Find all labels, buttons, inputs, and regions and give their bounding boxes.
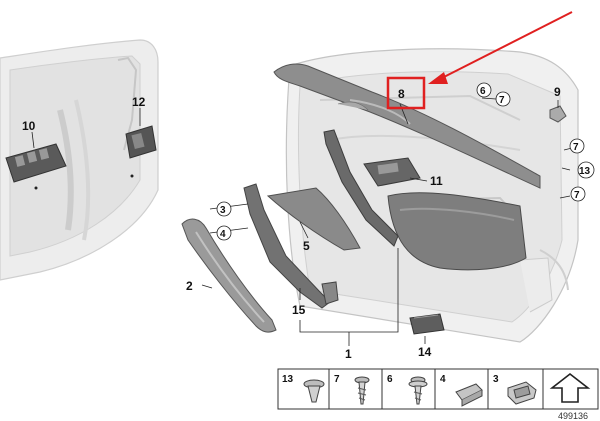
legend-num-3: 3	[493, 374, 499, 385]
upper-trim-strip	[273, 63, 541, 189]
switch-housing	[363, 157, 421, 187]
left-door-panel	[0, 39, 159, 281]
seat-switch	[34, 108, 157, 190]
handle-carrier	[243, 129, 399, 309]
flange-screw-icon	[408, 376, 428, 405]
callout-14: 14	[418, 345, 432, 359]
up-arrow-icon	[549, 372, 591, 403]
push-clip-icon	[303, 379, 325, 403]
callout-13: 13	[579, 166, 591, 177]
highlight-box	[386, 76, 426, 110]
callout-2: 2	[186, 279, 193, 293]
screw-icon	[354, 376, 370, 405]
legend-num-4: 4	[440, 374, 446, 385]
callout-7: 7	[499, 95, 505, 106]
callout-6: 6	[480, 86, 486, 97]
callout-9: 9	[554, 85, 561, 99]
map-pocket-cover	[266, 187, 361, 251]
callout-1: 1	[345, 347, 352, 361]
legend-num-7: 7	[334, 374, 340, 385]
cover-14	[409, 313, 445, 335]
highlight-group	[386, 11, 573, 110]
callout-8: 8	[398, 87, 405, 101]
callout-7c: 7	[574, 190, 580, 201]
callout-15: 15	[292, 303, 306, 317]
callout-3: 3	[220, 205, 226, 216]
bracket-clip-icon	[455, 383, 483, 407]
doc-number: 499136	[558, 411, 588, 421]
pull-handle	[181, 218, 277, 333]
fastener-legend: 13 7 6 4 3	[277, 368, 599, 410]
armrest-trim	[387, 192, 527, 271]
callout-5: 5	[303, 239, 310, 253]
callout-10: 10	[22, 119, 36, 133]
callout-7b: 7	[573, 142, 579, 153]
highlight-arrowhead	[428, 72, 448, 84]
highlight-arrow	[437, 11, 573, 81]
callout-4: 4	[220, 229, 226, 240]
legend-num-13: 13	[282, 374, 294, 385]
callout-11: 11	[430, 174, 443, 188]
callout-12: 12	[132, 95, 146, 109]
window-switch-block	[5, 131, 67, 183]
legend-num-6: 6	[387, 374, 393, 385]
spring-clip-icon	[507, 381, 537, 405]
callouts: 8 6 7 9 7 13 7 11 10 12 3 4 5 2 15 1 14	[22, 82, 595, 361]
